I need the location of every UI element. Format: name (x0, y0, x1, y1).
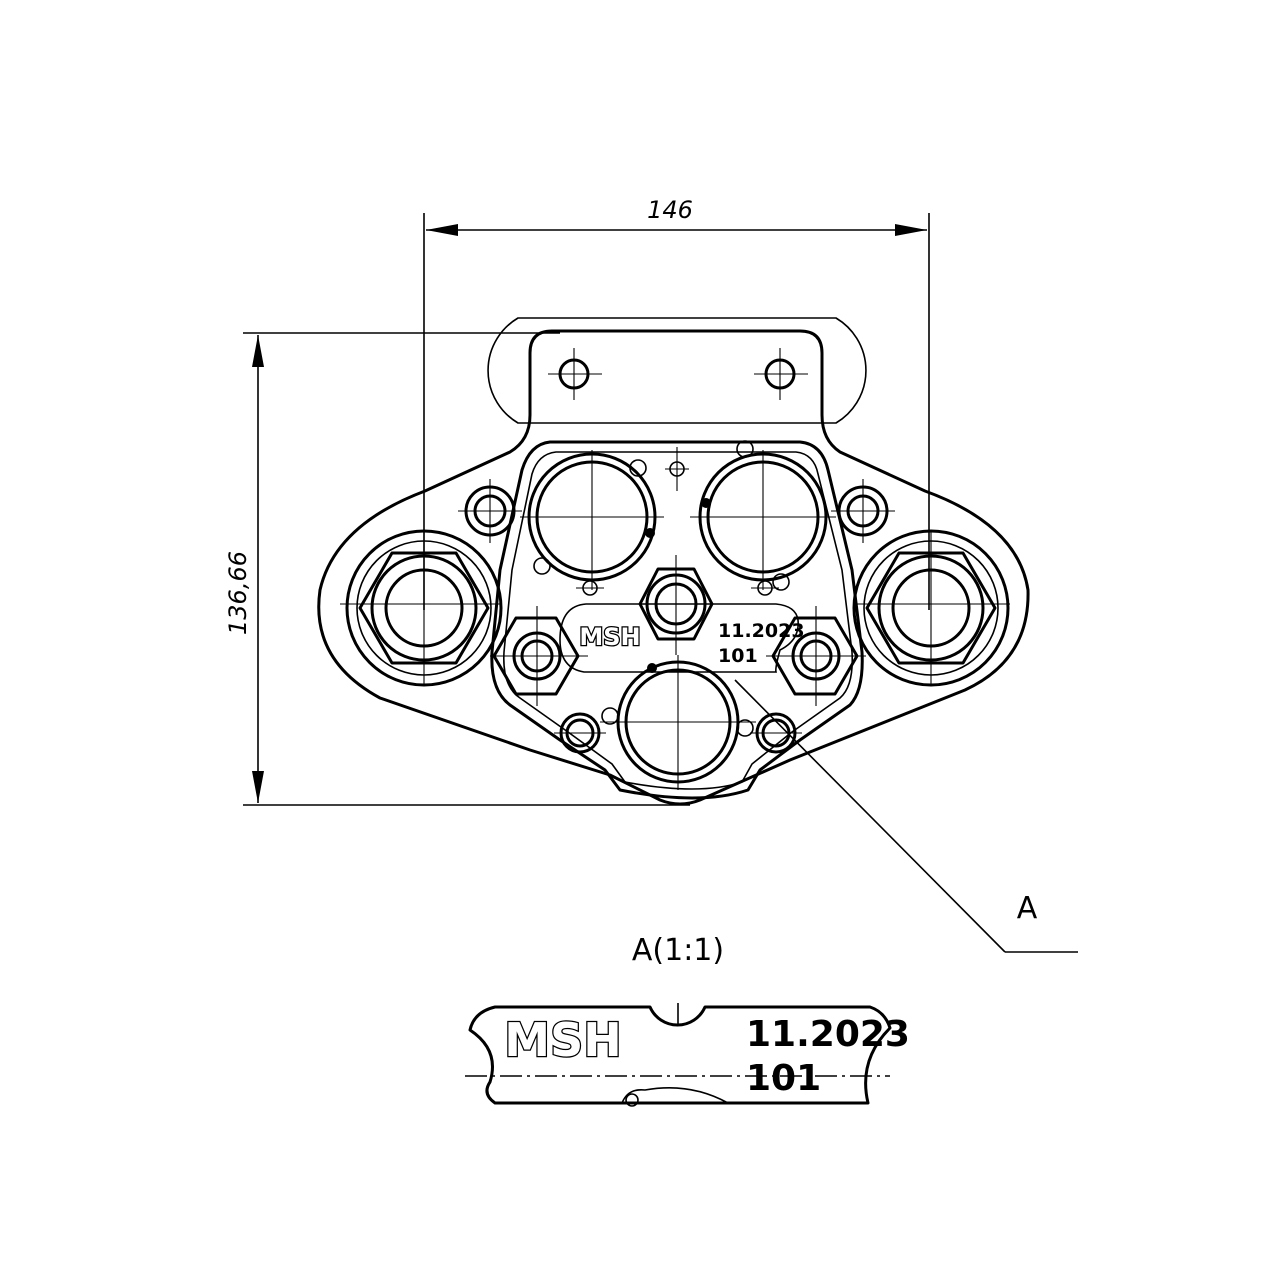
detail-title: A(1:1) (632, 933, 724, 968)
connector-top-left (520, 450, 664, 590)
left-boss (340, 529, 503, 687)
mid-hole-right (766, 606, 866, 706)
slot-outline (487, 317, 867, 424)
detail-code: 101 (746, 1058, 821, 1099)
connector-bottom (600, 655, 756, 790)
plate-inner-offset (503, 451, 854, 790)
small-hole-bottom-right (750, 712, 802, 754)
plaque-code: 101 (718, 645, 758, 667)
center-hex-nut (638, 555, 714, 655)
callout-label: A (1017, 891, 1038, 926)
connector-top-right (690, 440, 836, 591)
width-dimension-text: 146 (647, 196, 693, 224)
small-hole-top-right (831, 479, 895, 543)
callout-leader: A (734, 679, 1078, 953)
plaque-logo: MSH (579, 623, 640, 651)
plate-inner-contour (490, 440, 864, 800)
height-dimension-text: 136,66 (224, 551, 252, 635)
detail-view: A(1:1) MSH 11.2023 101 (465, 933, 910, 1107)
small-hole-top-left (458, 479, 522, 543)
mid-hole-left (490, 606, 588, 706)
detail-contour (468, 1005, 892, 1105)
plate-outer-contour (317, 329, 1030, 806)
small-hole-bottom-left (554, 712, 606, 754)
detail-logo: MSH (504, 1013, 621, 1067)
width-dimension: 146 (423, 196, 930, 610)
mounting-plate: MSH 11.2023 101 (317, 317, 1030, 806)
right-boss (852, 529, 1010, 687)
detail-date: 11.2023 (746, 1014, 910, 1055)
height-dimension: 136,66 (224, 332, 690, 806)
